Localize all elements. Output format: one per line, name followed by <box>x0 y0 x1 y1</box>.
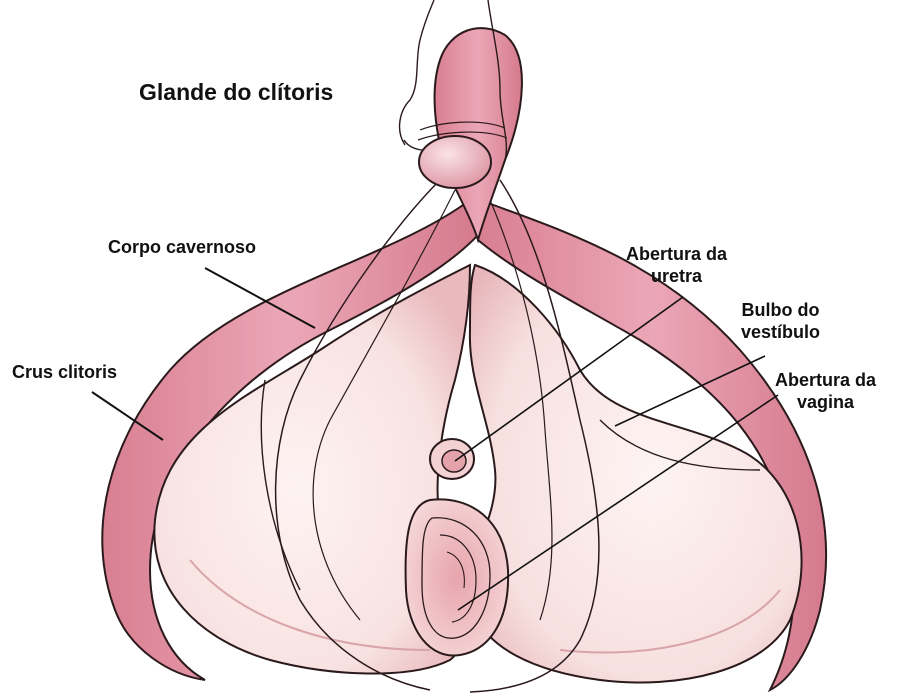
glans <box>419 136 491 188</box>
label-urethra-opening: Abertura da uretra <box>626 244 727 288</box>
label-vestibular-bulb: Bulbo do vestíbulo <box>741 300 820 344</box>
urethral-opening-inner <box>442 450 466 472</box>
label-vagina-line-1: Abertura da <box>775 370 876 392</box>
prepuce-lines <box>400 0 434 145</box>
label-vaginal-opening: Abertura da vagina <box>775 370 876 414</box>
label-urethra-line-2: uretra <box>626 266 727 288</box>
label-urethra-line-1: Abertura da <box>626 244 727 266</box>
label-crus: Crus clitoris <box>12 362 117 384</box>
label-bulb-line-1: Bulbo do <box>741 300 820 322</box>
label-bulb-line-2: vestíbulo <box>741 322 820 344</box>
label-glans: Glande do clítoris <box>139 78 333 106</box>
clitoral-body <box>435 28 522 240</box>
label-corpus-cavernosum: Corpo cavernoso <box>108 237 256 259</box>
label-vagina-line-2: vagina <box>775 392 876 414</box>
